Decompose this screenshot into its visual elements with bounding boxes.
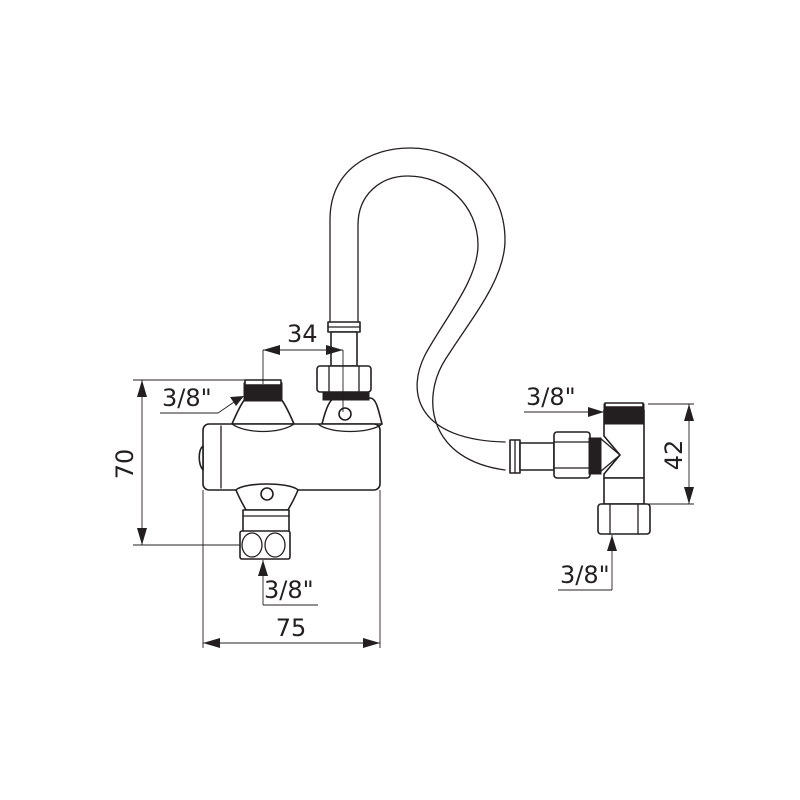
bottom-thread-label: 3/8" xyxy=(264,576,314,604)
dimension-75-label: 75 xyxy=(276,614,307,642)
dimension-34: 34 xyxy=(262,320,344,412)
label-3-8-tee-bottom: 3/8" xyxy=(558,535,617,591)
dimension-70: 70 xyxy=(111,379,245,546)
label-3-8-left-top: 3/8" xyxy=(160,384,244,414)
dimension-42: 42 xyxy=(648,403,694,505)
label-3-8-tee-top: 3/8" xyxy=(524,383,604,417)
label-3-8-bottom: 3/8" xyxy=(258,560,318,606)
left-top-thread-label: 3/8" xyxy=(162,384,212,412)
tee-top-thread-label: 3/8" xyxy=(526,383,576,411)
tee-bottom-thread-label: 3/8" xyxy=(560,561,610,589)
tee-fitting xyxy=(553,402,651,535)
dimension-34-label: 34 xyxy=(287,320,318,348)
dimension-42-label: 42 xyxy=(660,440,688,471)
dimension-75: 75 xyxy=(202,490,381,648)
dimension-70-label: 70 xyxy=(111,449,139,480)
mixing-valve xyxy=(198,365,383,560)
